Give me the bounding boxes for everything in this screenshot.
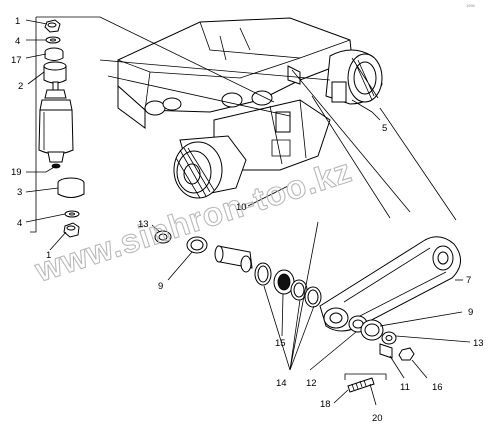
axle-pin-end [214, 245, 224, 263]
callout-3: 3 [17, 187, 22, 198]
callout-9-left: 9 [158, 281, 163, 292]
bolt-11 [379, 343, 393, 359]
callout-13-right: 13 [473, 338, 484, 349]
corner-mark: 1990 [466, 3, 476, 8]
upper-ear [287, 65, 301, 85]
shock-rod-guide [44, 89, 67, 99]
housing-leaders [99, 16, 457, 221]
callout-11: 11 [400, 382, 410, 393]
lever-arm [319, 236, 461, 332]
callout-9-right: 9 [468, 307, 473, 318]
shock-collar [39, 99, 73, 111]
callout-2: 2 [18, 81, 23, 92]
rubber-bushing-top [43, 61, 67, 71]
callout-14: 14 [276, 378, 287, 389]
plate-20-bracket [344, 373, 387, 380]
lever-upper-eye-hole [437, 251, 449, 265]
shock-lower-neck [47, 151, 65, 163]
axle-pin-shoulder [240, 255, 252, 273]
callout-1-bottom: 1 [46, 250, 51, 261]
seal-ring-2-hole [293, 282, 305, 298]
callout-17: 17 [11, 55, 22, 66]
left-shock-group [30, 16, 100, 238]
callout-5: 5 [382, 123, 387, 134]
seal-ring-1-hole [257, 265, 269, 283]
lower-bushing-body [57, 183, 85, 198]
lever-lower-eye-hole [329, 312, 343, 324]
callout-labels: 1 4 17 2 19 3 4 1 5 10 13 9 7 9 13 15 14… [11, 16, 484, 424]
bearing-15-race [277, 273, 291, 291]
housing-left-face [117, 84, 146, 129]
shock-rod [52, 81, 59, 91]
right-shock-mount [331, 81, 347, 103]
top-washer-hole [50, 38, 56, 42]
callout-4-bottom: 4 [17, 218, 22, 229]
callout-15: 15 [275, 338, 286, 349]
lower-components [154, 230, 461, 393]
lower-leaders [151, 221, 471, 406]
housing-hole-2 [162, 97, 182, 111]
callout-13-left: 13 [138, 219, 149, 230]
left-washer-13-hole [158, 233, 168, 241]
left-shock-mount [275, 111, 291, 133]
seal-ring-3-hole [307, 289, 319, 305]
callout-4-top: 4 [15, 36, 20, 47]
left-ring-9-hole [190, 239, 204, 251]
right-ring-9-hole [364, 323, 380, 337]
upper-bushing-body [44, 52, 64, 61]
housing-hole-3 [221, 92, 243, 108]
axle-housing [117, 17, 383, 199]
lower-nut-face [66, 225, 76, 231]
top-nut-face [47, 22, 57, 28]
callout-19: 19 [11, 167, 22, 178]
callout-7: 7 [466, 275, 471, 286]
callout-16: 16 [432, 382, 443, 393]
callout-10: 10 [236, 202, 247, 213]
callout-18: 18 [320, 399, 331, 410]
right-washer-13-hole [385, 335, 393, 341]
left-leaders [25, 19, 67, 251]
callout-1-top: 1 [15, 16, 20, 27]
housing-hole-1 [144, 100, 166, 116]
group-bracket-line [30, 17, 37, 233]
bolt-16 [398, 347, 415, 361]
callout-20: 20 [372, 413, 383, 424]
lower-washer-hole [69, 212, 75, 216]
callout-12: 12 [306, 378, 317, 389]
housing-hole-4 [251, 90, 273, 106]
